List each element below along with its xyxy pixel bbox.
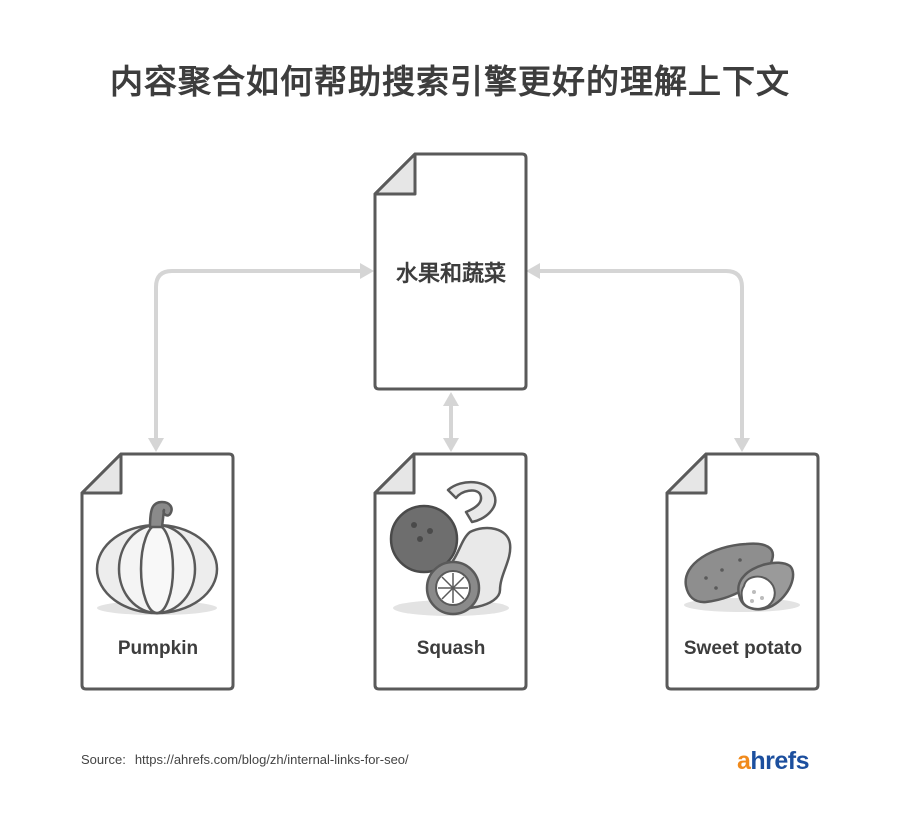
sweet-potato-label: Sweet potato xyxy=(683,638,803,659)
source-label: Source: xyxy=(81,752,126,767)
source-credit: Source: https://ahrefs.com/blog/zh/intern… xyxy=(81,752,409,767)
arrowhead-sweet-potato xyxy=(734,438,750,452)
connector-pumpkin xyxy=(154,269,368,442)
logo-rest: hrefs xyxy=(750,747,810,775)
source-url[interactable]: https://ahrefs.com/blog/zh/internal-link… xyxy=(134,752,409,767)
arrowhead-hub-left xyxy=(360,263,374,279)
sweet-potato-icon xyxy=(684,542,800,612)
pumpkin-label: Pumpkin xyxy=(117,638,199,659)
arrowheads xyxy=(148,263,750,452)
arrowhead-hub-bottom xyxy=(443,392,459,406)
hub-document-label: 水果和蔬菜 xyxy=(395,262,506,287)
diagram-title: 内容聚合如何帮助搜索引擎更好的理解上下文 xyxy=(110,62,790,101)
logo-first-letter: a xyxy=(737,747,751,775)
ahrefs-logo: ahrefs xyxy=(737,747,810,776)
connector-sweet-potato xyxy=(532,269,744,442)
squash-label: Squash xyxy=(416,638,486,659)
arrowhead-pumpkin xyxy=(148,438,164,452)
arrowhead-squash xyxy=(443,438,459,452)
squash-icon xyxy=(389,481,512,616)
arrowhead-hub-right xyxy=(526,263,540,279)
pumpkin-icon xyxy=(95,500,219,615)
connectors xyxy=(154,269,744,444)
hub-document xyxy=(373,152,528,391)
